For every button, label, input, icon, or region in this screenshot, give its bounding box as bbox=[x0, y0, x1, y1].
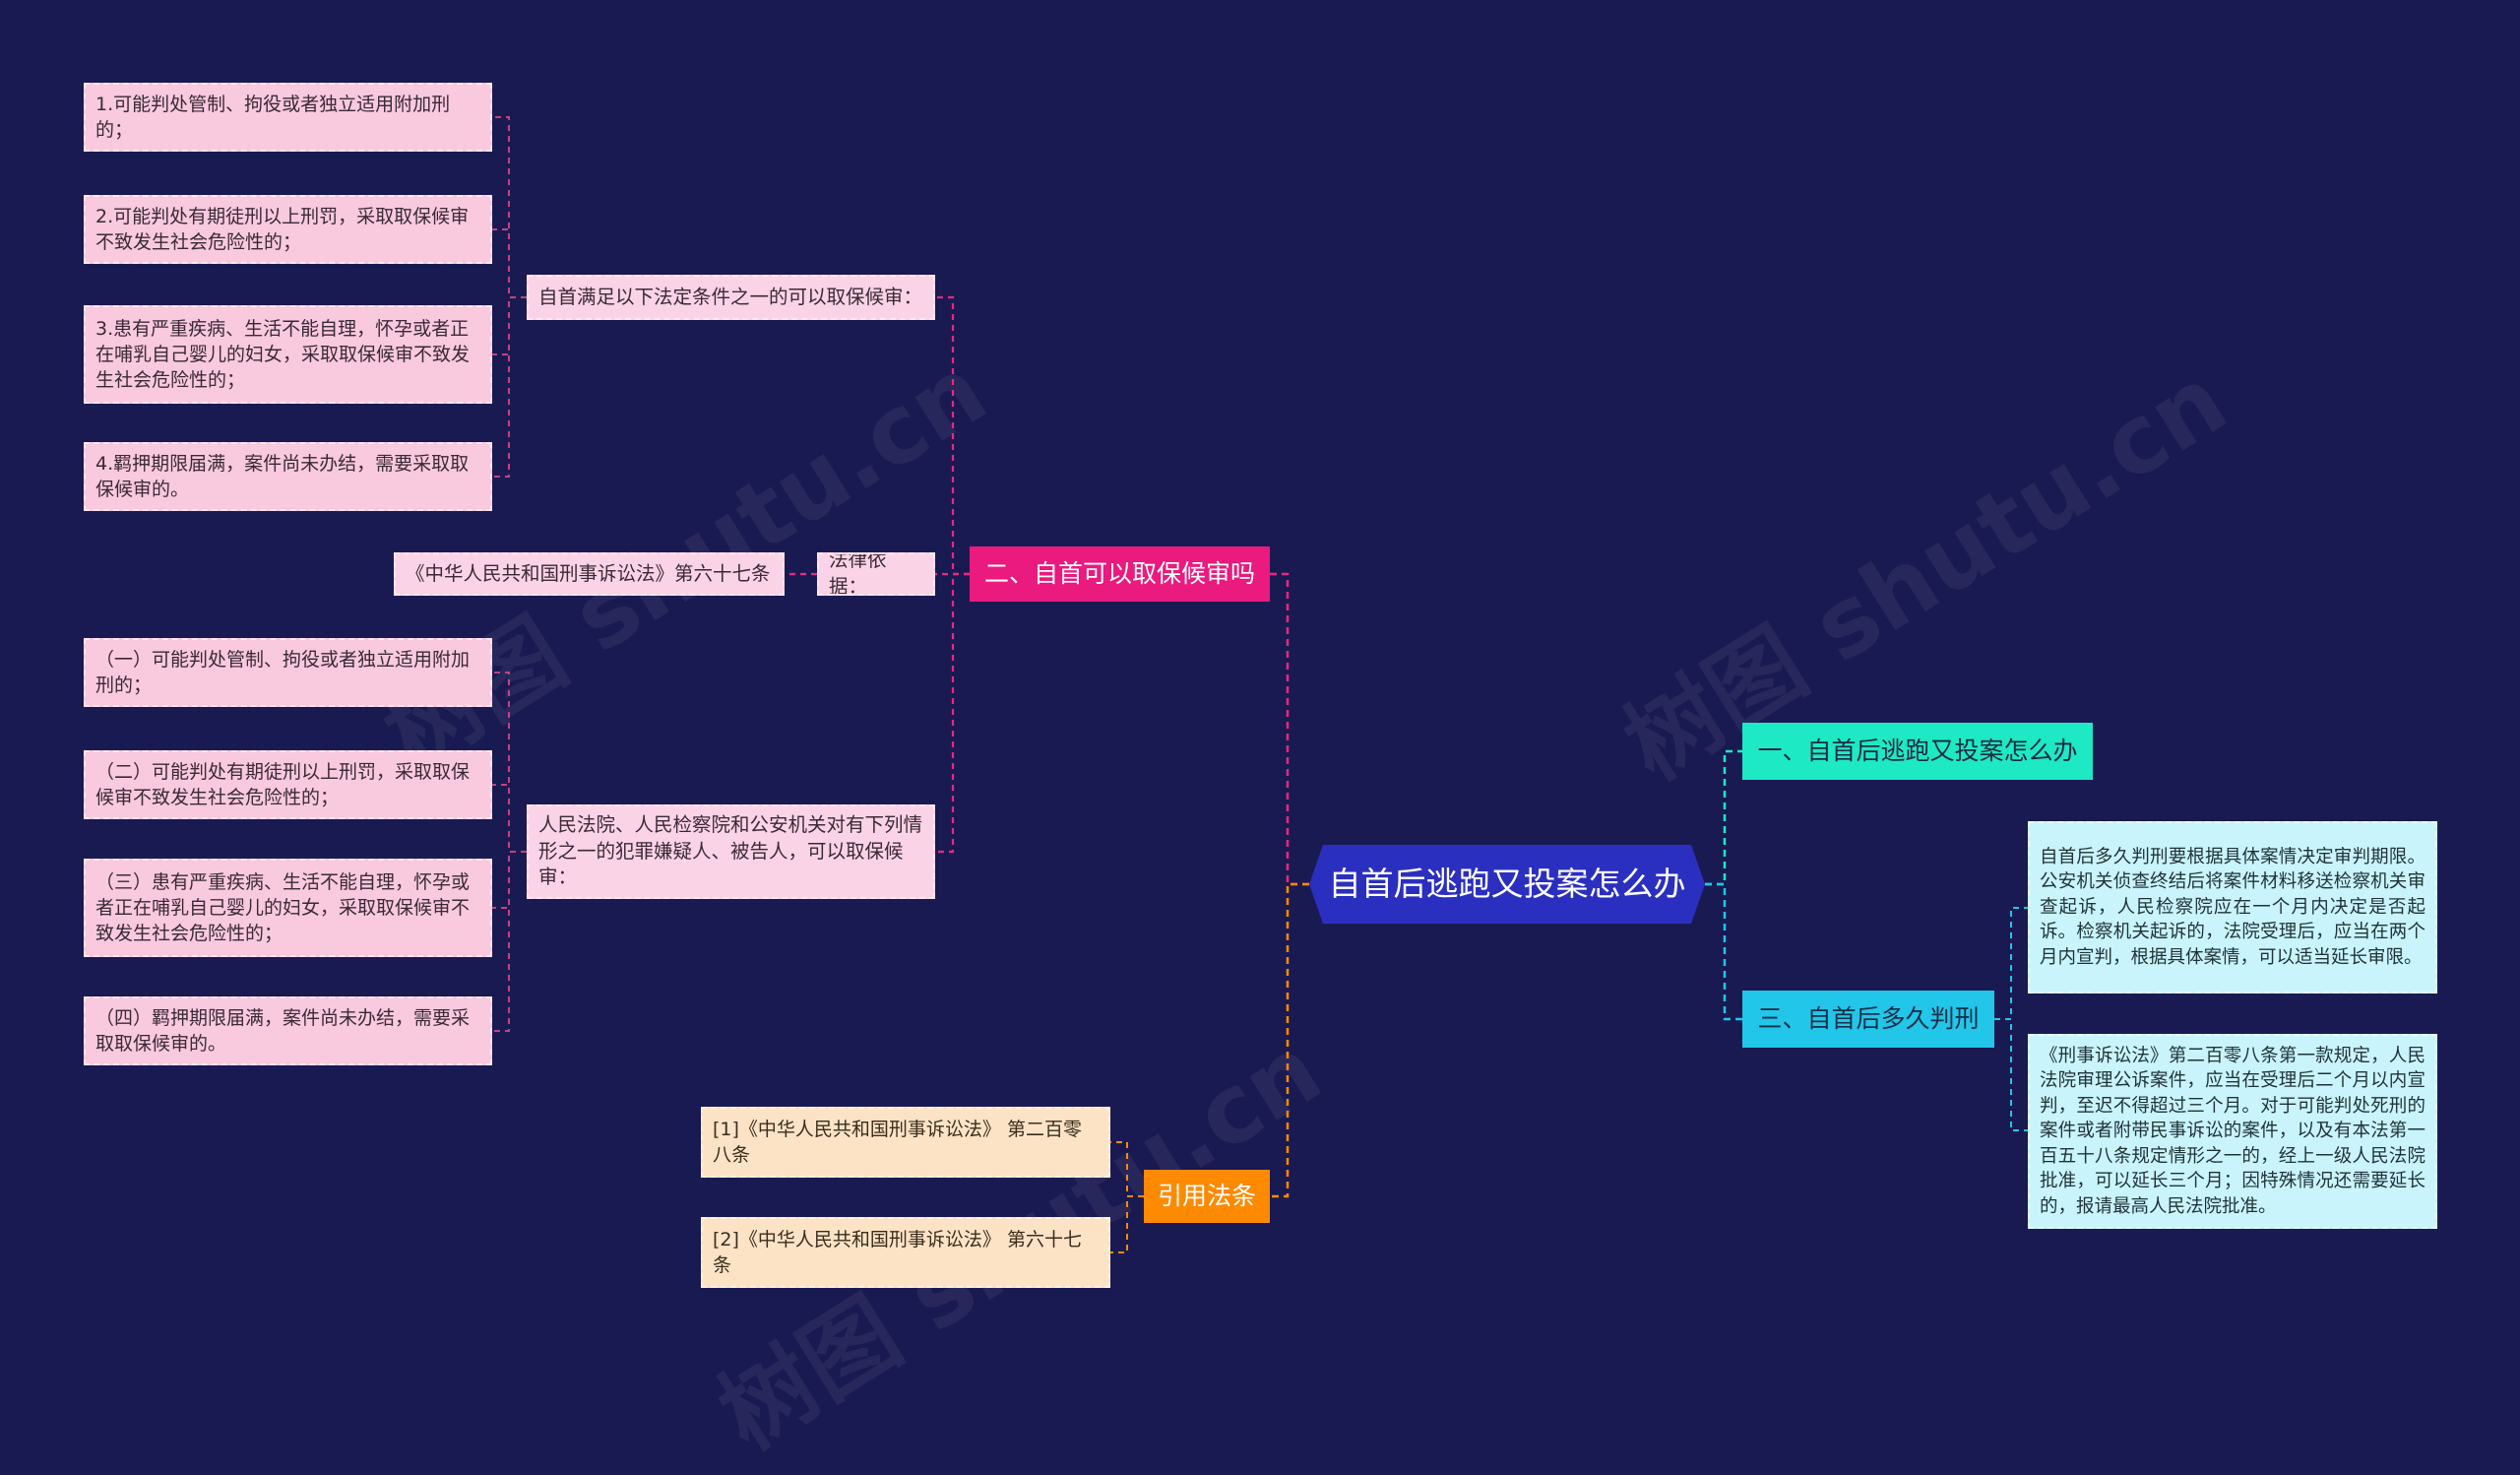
condition-item-2[interactable]: 2.可能判处有期徒刑以上刑罚，采取取保候审不致发生社会危险性的； bbox=[84, 195, 492, 264]
link-root-citations bbox=[1270, 882, 1309, 1198]
root-topic[interactable]: 自首后逃跑又投案怎么办 bbox=[1309, 845, 1705, 924]
sentence-item-2[interactable]: 《刑事诉讼法》第二百零八条第一款规定，人民法院审理公诉案件，应当在受理后二个月以… bbox=[2028, 1034, 2437, 1229]
authorities-node[interactable]: 人民法院、人民检察院和公安机关对有下列情形之一的犯罪嫌疑人、被告人，可以取保候审… bbox=[527, 804, 935, 899]
citation-text: [1]《中华人民共和国刑事诉讼法》 第二百零八条 bbox=[713, 1118, 1082, 1166]
link-root-bail bbox=[1270, 572, 1309, 886]
condition-text: 4.羁押期限届满，案件尚未办结，需要采取取保候审的。 bbox=[95, 452, 470, 500]
authority-item-3[interactable]: （三）患有严重疾病、生活不能自理，怀孕或者正在哺乳自己婴儿的妇女，采取取保候审不… bbox=[84, 859, 492, 957]
link-bail-conditions bbox=[935, 295, 970, 576]
citation-text: [2]《中华人民共和国刑事诉讼法》 第六十七条 bbox=[713, 1228, 1082, 1276]
authorities-label: 人民法院、人民检察院和公安机关对有下列情形之一的犯罪嫌疑人、被告人，可以取保候审… bbox=[538, 812, 923, 889]
legal-basis-source[interactable]: 《中华人民共和国刑事诉讼法》第六十七条 bbox=[394, 552, 785, 596]
citation-item-2[interactable]: [2]《中华人民共和国刑事诉讼法》 第六十七条 bbox=[701, 1217, 1110, 1288]
condition-text: 2.可能判处有期徒刑以上刑罚，采取取保候审不致发生社会危险性的； bbox=[95, 205, 470, 253]
legal-basis-source-text: 《中华人民共和国刑事诉讼法》第六十七条 bbox=[406, 561, 771, 585]
root-topic-label: 自首后逃跑又投案怎么办 bbox=[1328, 865, 1686, 904]
authority-text: （一）可能判处管制、拘役或者独立适用附加刑的； bbox=[95, 648, 471, 696]
conditions-node[interactable]: 自首满足以下法定条件之一的可以取保候审： bbox=[527, 275, 935, 320]
condition-item-1[interactable]: 1.可能判处管制、拘役或者独立适用附加刑的； bbox=[84, 83, 492, 152]
authority-item-4[interactable]: （四）羁押期限届满，案件尚未办结，需要采取取保候审的。 bbox=[84, 996, 492, 1065]
legal-basis-label: 法律依据： bbox=[829, 552, 887, 596]
branch-flee-label: 一、自首后逃跑又投案怎么办 bbox=[1757, 736, 2078, 765]
authority-item-1[interactable]: （一）可能判处管制、拘役或者独立适用附加刑的； bbox=[84, 638, 492, 707]
branch-flee[interactable]: 一、自首后逃跑又投案怎么办 bbox=[1742, 723, 2093, 780]
condition-text: 1.可能判处管制、拘役或者独立适用附加刑的； bbox=[95, 93, 451, 141]
branch-bail[interactable]: 二、自首可以取保候审吗 bbox=[970, 546, 1270, 602]
condition-text: 3.患有严重疾病、生活不能自理，怀孕或者正在哺乳自己婴儿的妇女，采取取保候审不致… bbox=[95, 317, 471, 392]
authority-text: （三）患有严重疾病、生活不能自理，怀孕或者正在哺乳自己婴儿的妇女，采取取保候审不… bbox=[95, 870, 471, 945]
condition-item-4[interactable]: 4.羁押期限届满，案件尚未办结，需要采取取保候审的。 bbox=[84, 442, 492, 511]
legal-basis-node[interactable]: 法律依据： bbox=[817, 552, 935, 596]
conditions-label: 自首满足以下法定条件之一的可以取保候审： bbox=[538, 285, 923, 308]
sentence-text: 《刑事诉讼法》第二百零八条第一款规定，人民法院审理公诉案件，应当在受理后二个月以… bbox=[2040, 1045, 2426, 1217]
sentence-item-1[interactable]: 自首后多久判刑要根据具体案情决定审判期限。公安机关侦查终结后将案件材料移送检察机… bbox=[2028, 821, 2437, 994]
link-root-flee bbox=[1705, 749, 1742, 886]
authority-text: （二）可能判处有期徒刑以上刑罚，采取取保候审不致发生社会危险性的； bbox=[95, 760, 471, 808]
branch-sentence-label: 三、自首后多久判刑 bbox=[1757, 1003, 1980, 1033]
link-bail-authorities bbox=[935, 572, 970, 854]
condition-item-3[interactable]: 3.患有严重疾病、生活不能自理，怀孕或者正在哺乳自己婴儿的妇女，采取取保候审不致… bbox=[84, 305, 492, 404]
citation-item-1[interactable]: [1]《中华人民共和国刑事诉讼法》 第二百零八条 bbox=[701, 1107, 1110, 1178]
mindmap-canvas: 树图 shutu.cn 树图 shutu.cn 树图 shutu.cn 自首后逃… bbox=[84, 83, 2437, 1471]
link-root-sentence bbox=[1705, 882, 1742, 1021]
authority-text: （四）羁押期限届满，案件尚未办结，需要采取取保候审的。 bbox=[95, 1006, 471, 1055]
authority-item-2[interactable]: （二）可能判处有期徒刑以上刑罚，采取取保候审不致发生社会危险性的； bbox=[84, 750, 492, 819]
branch-sentence[interactable]: 三、自首后多久判刑 bbox=[1742, 991, 1994, 1048]
branch-bail-label: 二、自首可以取保候审吗 bbox=[983, 558, 1255, 588]
branch-citations[interactable]: 引用法条 bbox=[1144, 1170, 1270, 1223]
branch-citations-label: 引用法条 bbox=[1158, 1181, 1257, 1210]
sentence-text: 自首后多久判刑要根据具体案情决定审判期限。公安机关侦查终结后将案件材料移送检察机… bbox=[2040, 846, 2426, 968]
